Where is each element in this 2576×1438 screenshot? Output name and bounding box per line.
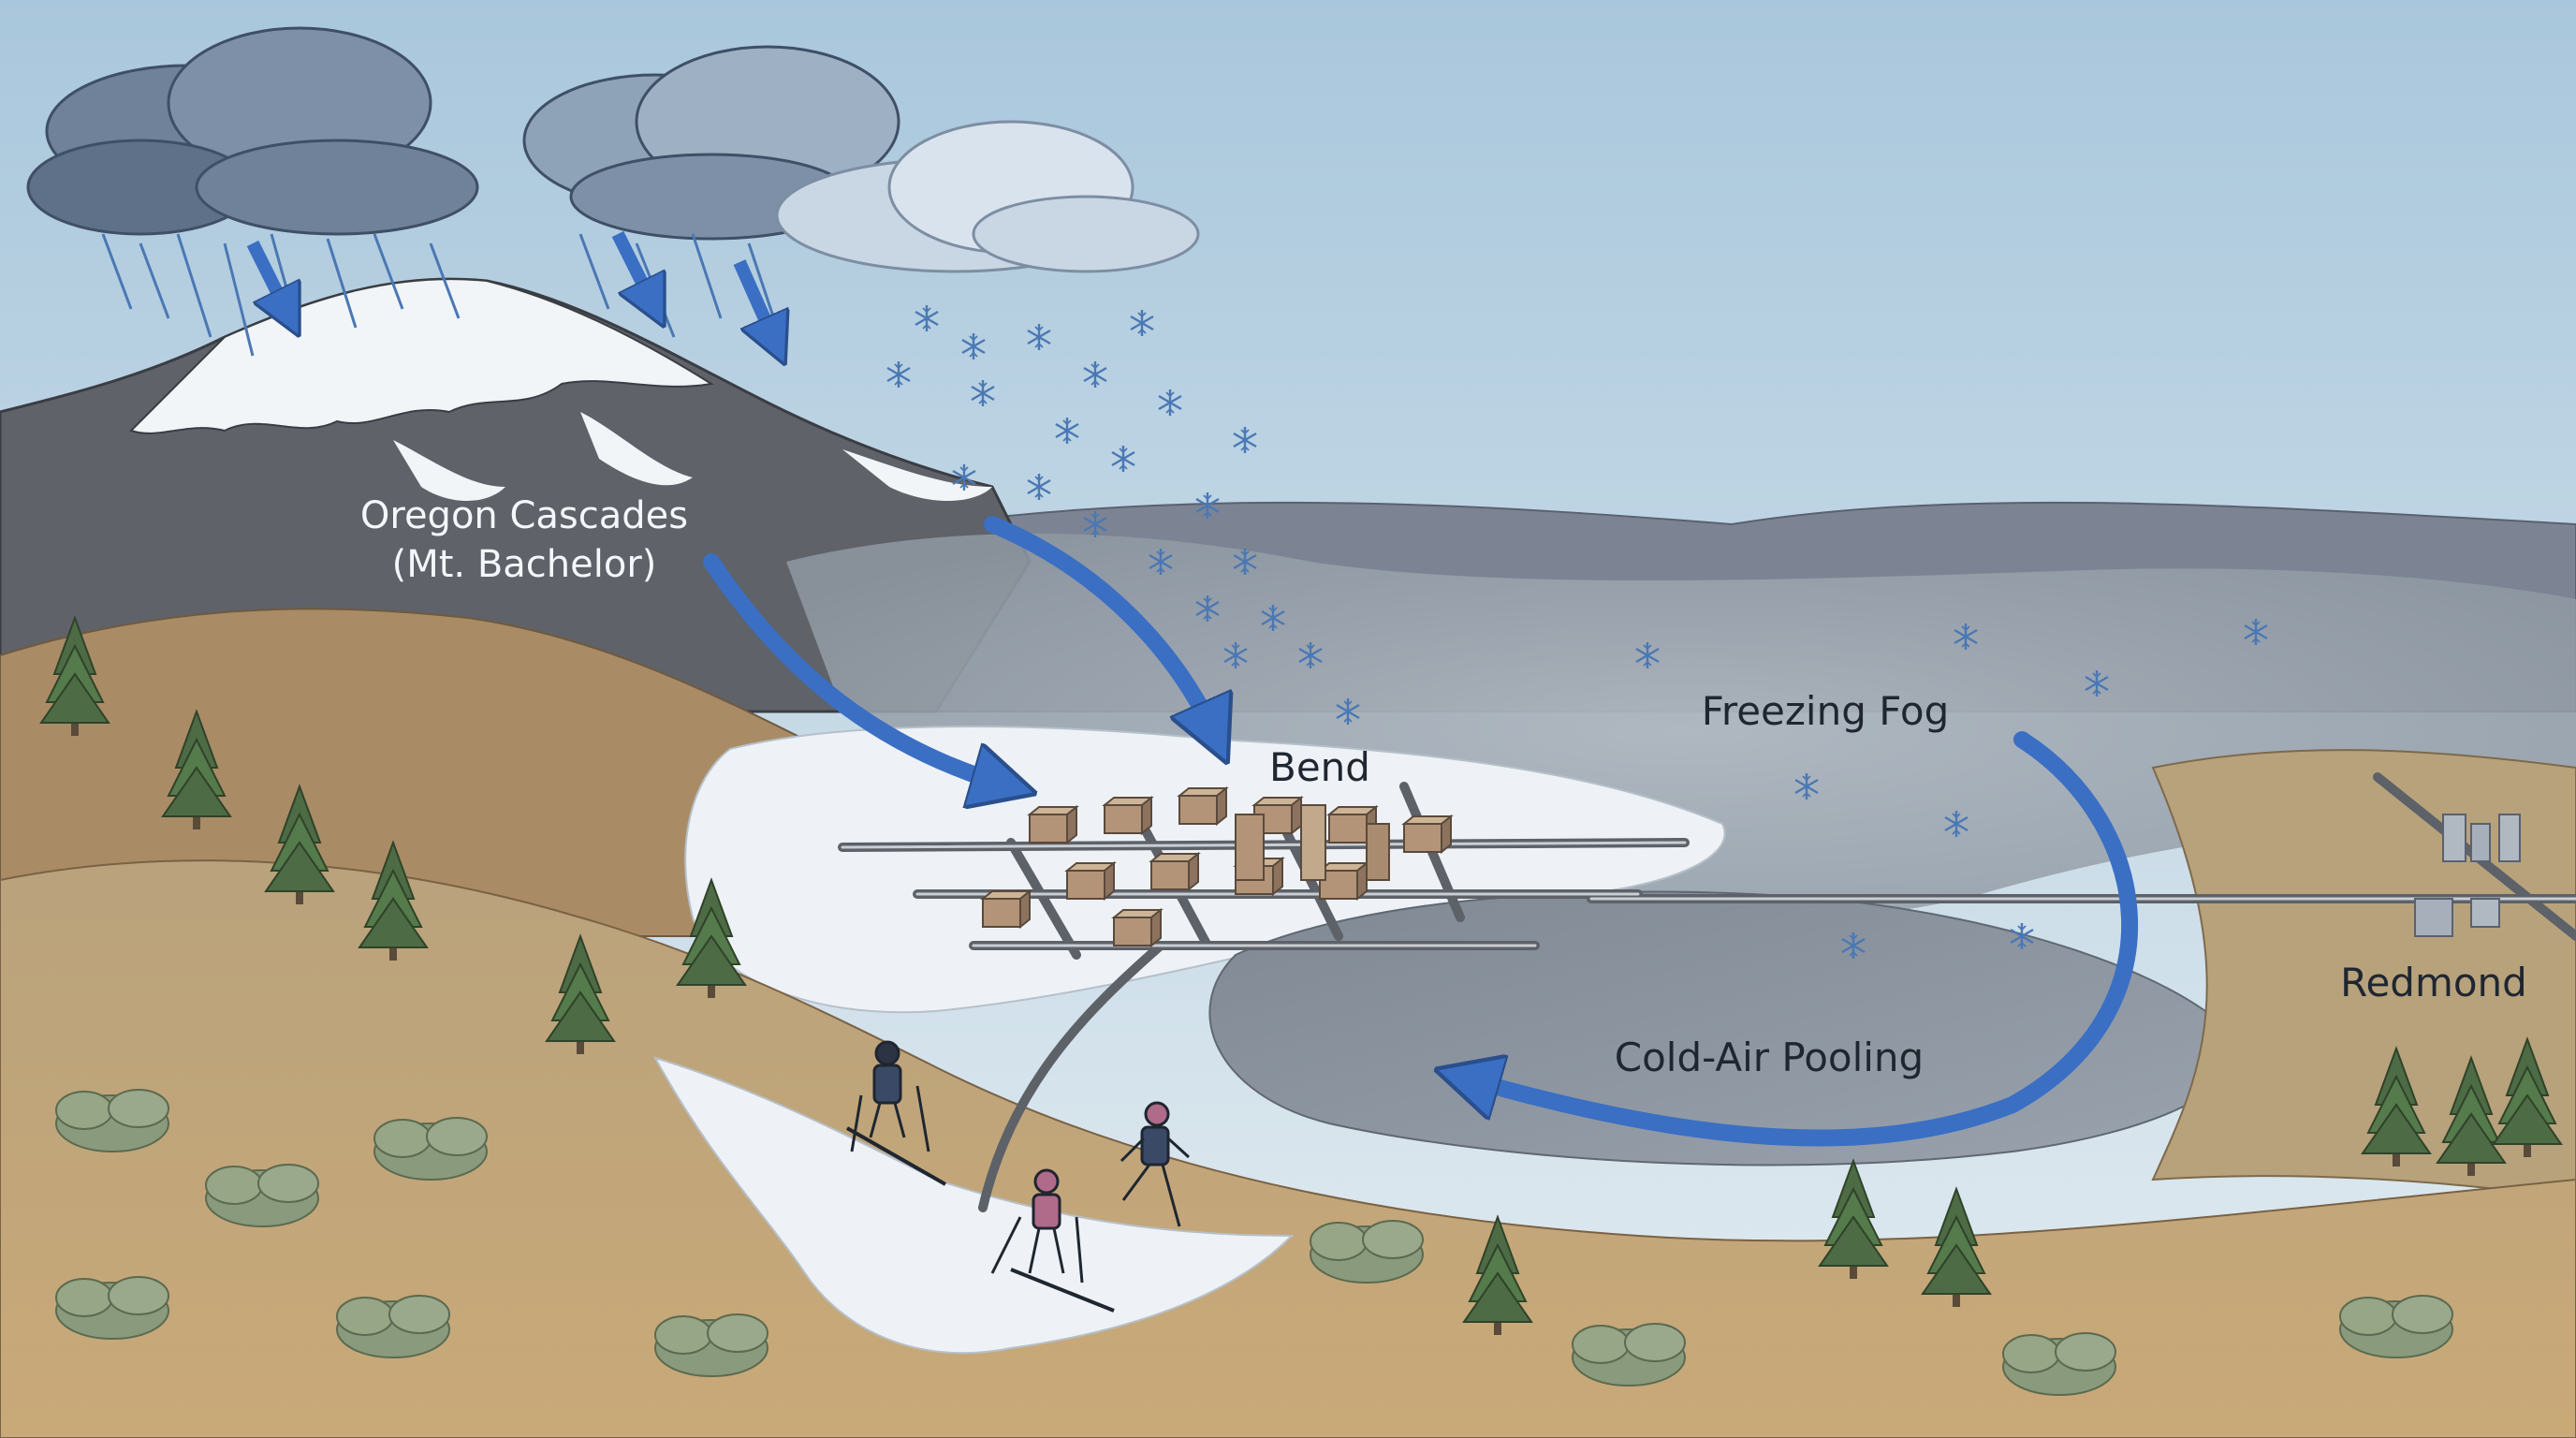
flow-arrow [703, 516, 2138, 1147]
label-redmond: Redmond [2340, 960, 2527, 1005]
redmond-buildings [2414, 814, 2521, 937]
label-bend: Bend [1269, 744, 1370, 790]
label-cold-air-pooling: Cold-Air Pooling [1614, 1034, 1925, 1080]
bend-road-grid-centerlines [841, 841, 2576, 947]
snow-cloud [775, 120, 1200, 273]
skier-icon [990, 1168, 1115, 1313]
label-freezing-fog: Freezing Fog [1701, 688, 1950, 734]
storm-clouds [26, 26, 900, 241]
bend-downtown-buildings [982, 787, 1452, 946]
label-oregon-cascades-line2: (Mt. Bachelor) [391, 543, 657, 586]
runner-icon [1120, 1101, 1191, 1227]
skier-icon [846, 1040, 946, 1186]
rain-streaks [101, 233, 779, 357]
precipitation-arrows [246, 230, 777, 346]
label-oregon-cascades: Oregon Cascades (Mt. Bachelor) [328, 492, 721, 589]
snowy-ski-slope [652, 1056, 1295, 1355]
label-oregon-cascades-line1: Oregon Cascades [359, 494, 689, 537]
foothills [0, 608, 825, 937]
